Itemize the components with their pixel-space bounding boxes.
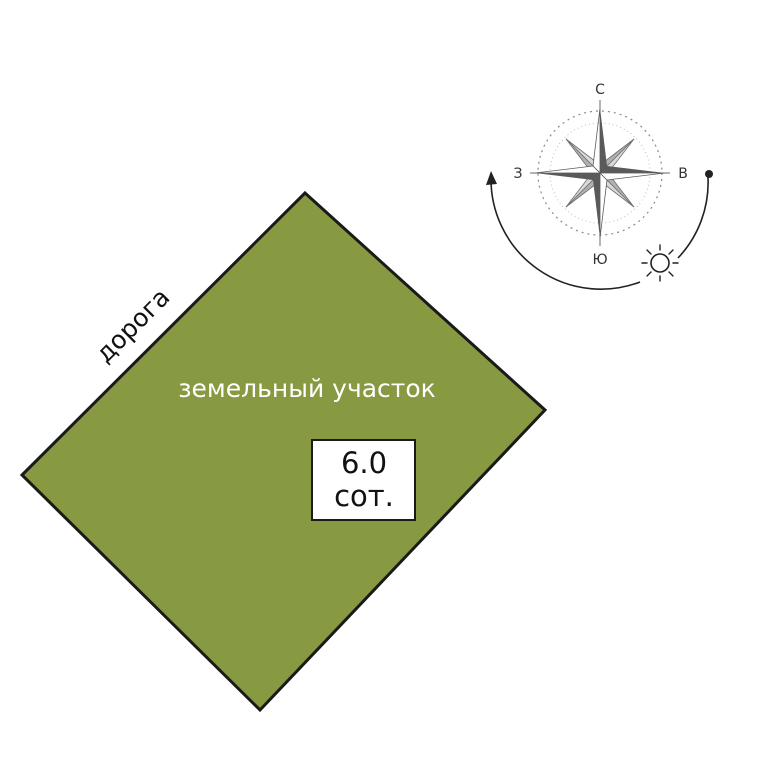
- plot-label: земельный участок: [178, 374, 436, 403]
- compass-south: Ю: [592, 252, 607, 268]
- sun-path-arc-end: [677, 176, 709, 259]
- sun-icon: [641, 244, 679, 282]
- compass-west: З: [514, 166, 523, 182]
- area-value: 6.0: [341, 446, 387, 480]
- sun-start-dot: [705, 170, 713, 178]
- arrow-head-icon: [486, 171, 497, 185]
- compass-north: С: [595, 82, 605, 98]
- area-box: 6.0 сот.: [311, 439, 416, 521]
- compass: С Ю З В: [514, 82, 688, 268]
- sun-path-arc: [490, 177, 641, 290]
- area-unit: сот.: [334, 479, 394, 513]
- land-plot: [19, 190, 548, 713]
- compass-east: В: [678, 166, 688, 182]
